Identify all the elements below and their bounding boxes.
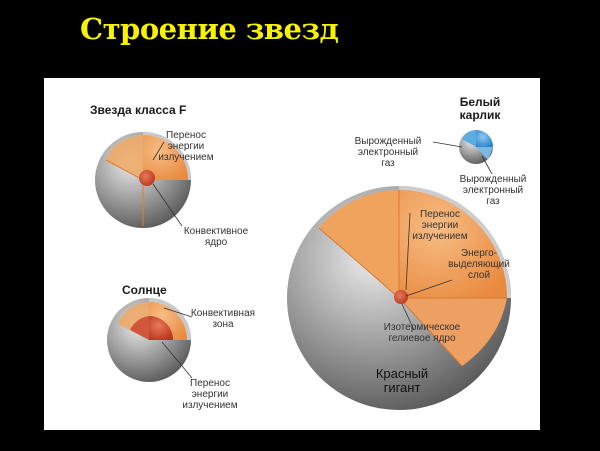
red-giant-title: Красный гигант	[375, 366, 429, 395]
star-structure-diagram	[95, 130, 511, 410]
f-star-core	[139, 170, 155, 186]
red-giant-core-label: Изотермическое гелиевое ядро	[383, 322, 461, 344]
sun-inner-zone	[149, 316, 173, 340]
f-star-title: Звезда класса F	[90, 103, 187, 117]
f-star	[95, 132, 191, 228]
sun-radiative-label: Перенос энергии излучением	[182, 378, 238, 411]
white-dwarf-gas-right-label: Вырожденный электронный газ	[459, 174, 527, 207]
red-giant-energy-layer-label: Энерго- выделяющий слой	[448, 248, 510, 281]
white-dwarf-title: Белый карлик	[459, 95, 501, 122]
f-star-core-label: Конвективное ядро	[183, 226, 249, 248]
sun-convective-zone-label: Конвективная зона	[190, 308, 256, 330]
slide-title: Строение звезд	[80, 12, 339, 46]
red-giant-core	[394, 290, 408, 304]
white-dwarf	[432, 130, 493, 175]
f-star-radiative-label: Перенос энергии излучением	[158, 130, 214, 163]
red-giant	[287, 186, 511, 410]
sun-title: Солнце	[122, 283, 167, 297]
red-giant-radiative-label: Перенос энергии излучением	[412, 209, 468, 242]
sun	[107, 298, 193, 382]
white-dwarf-gas-left-label: Вырожденный электронный газ	[354, 136, 422, 169]
diagram-panel: Звезда класса F Перенос энергии излучени…	[44, 78, 540, 430]
